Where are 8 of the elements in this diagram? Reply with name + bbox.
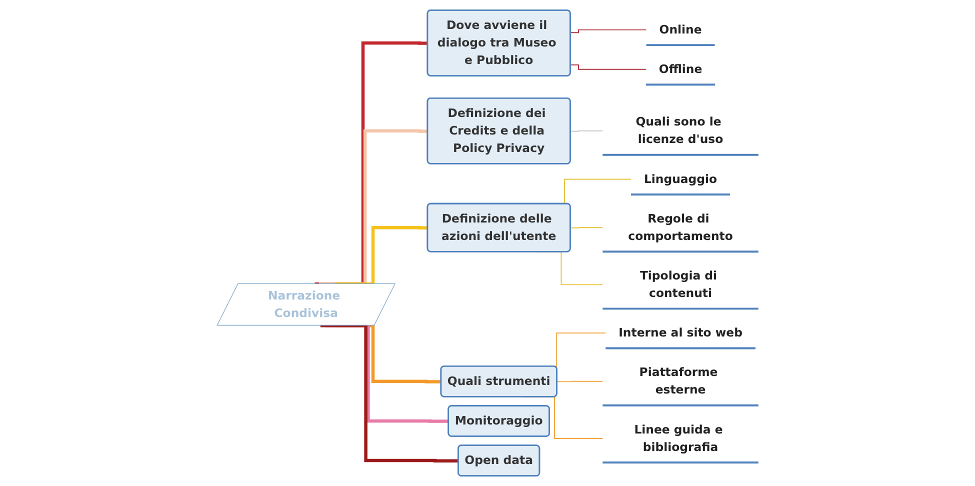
connector — [570, 227, 603, 228]
connector — [314, 41, 428, 286]
connector — [570, 64, 646, 70]
connector — [570, 29, 646, 34]
connector — [570, 130, 603, 132]
connector — [556, 380, 603, 382]
connector — [334, 226, 428, 286]
connector — [318, 129, 428, 286]
